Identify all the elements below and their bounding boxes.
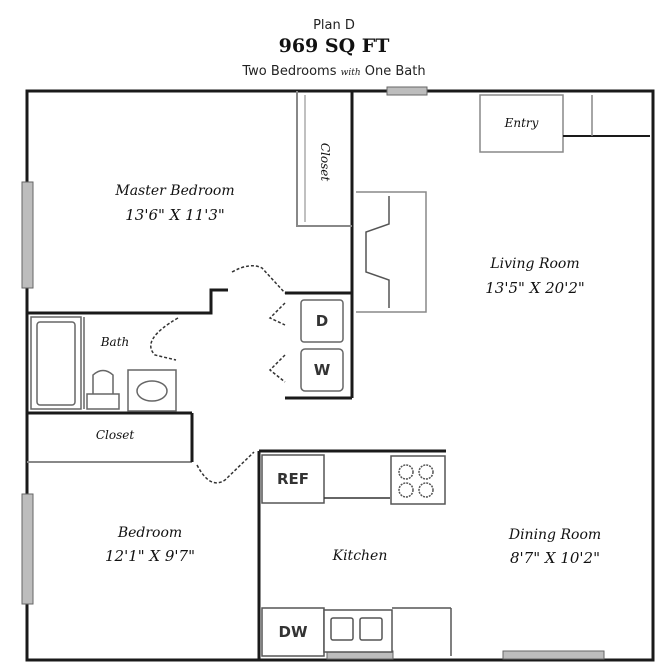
subtitle-bath: One Bath (364, 64, 426, 79)
stove (390, 455, 446, 505)
subtitle-with: with (340, 68, 361, 78)
living-built-in (356, 191, 427, 313)
square-footage: 969 SQ FT (278, 35, 390, 57)
hall-closet-label: Closet (95, 428, 135, 442)
sink-basin (136, 380, 168, 402)
dishwasher (261, 607, 325, 657)
exterior-wall (25, 89, 655, 662)
plan-subtitle: Two Bedrooms with One Bath (0, 64, 668, 79)
entry-area (479, 94, 564, 153)
bathtub-inner (36, 321, 76, 406)
dining-room-dimensions: 8'7" X 10'2" (510, 549, 600, 567)
bedroom-dimensions: 12'1" X 9'7" (105, 547, 195, 565)
refrigerator (261, 454, 325, 504)
bath-label: Bath (100, 335, 130, 349)
master-closet-label: Closet (318, 142, 332, 182)
dryer-label: D (315, 312, 329, 330)
washer-label: W (313, 361, 331, 379)
living-room-dimensions: 13'5" X 20'2" (485, 279, 585, 297)
master-bedroom-dimensions: 13'6" X 11'3" (125, 206, 225, 224)
window-bottom-dining (502, 650, 605, 660)
bedroom-label: Bedroom (117, 525, 183, 541)
wall-master-closet (296, 91, 352, 227)
washer-unit (300, 348, 344, 392)
door-swing-bedroom (196, 451, 255, 484)
toilet (92, 369, 114, 396)
dryer-unit (300, 299, 344, 343)
toilet-tank (86, 393, 120, 410)
dishwasher-label: DW (278, 623, 308, 641)
entry-label: Entry (504, 116, 539, 130)
door-swing-washer (268, 354, 286, 383)
subtitle-bedrooms: Two Bedrooms (242, 64, 337, 79)
window-bedroom-left (21, 493, 34, 605)
door-swing-bath (150, 317, 179, 361)
door-swing-dryer (268, 302, 286, 326)
master-bedroom-label: Master Bedroom (115, 183, 235, 199)
kitchen-label: Kitchen (332, 548, 388, 564)
dining-room-label: Dining Room (508, 527, 602, 543)
refrigerator-label: REF (276, 470, 310, 488)
plan-name: Plan D (313, 18, 355, 33)
wall-master-bottom (27, 288, 228, 315)
window-master-left (21, 181, 34, 289)
window-top (386, 86, 428, 96)
door-swing-master (231, 265, 286, 294)
living-room-label: Living Room (490, 256, 580, 272)
